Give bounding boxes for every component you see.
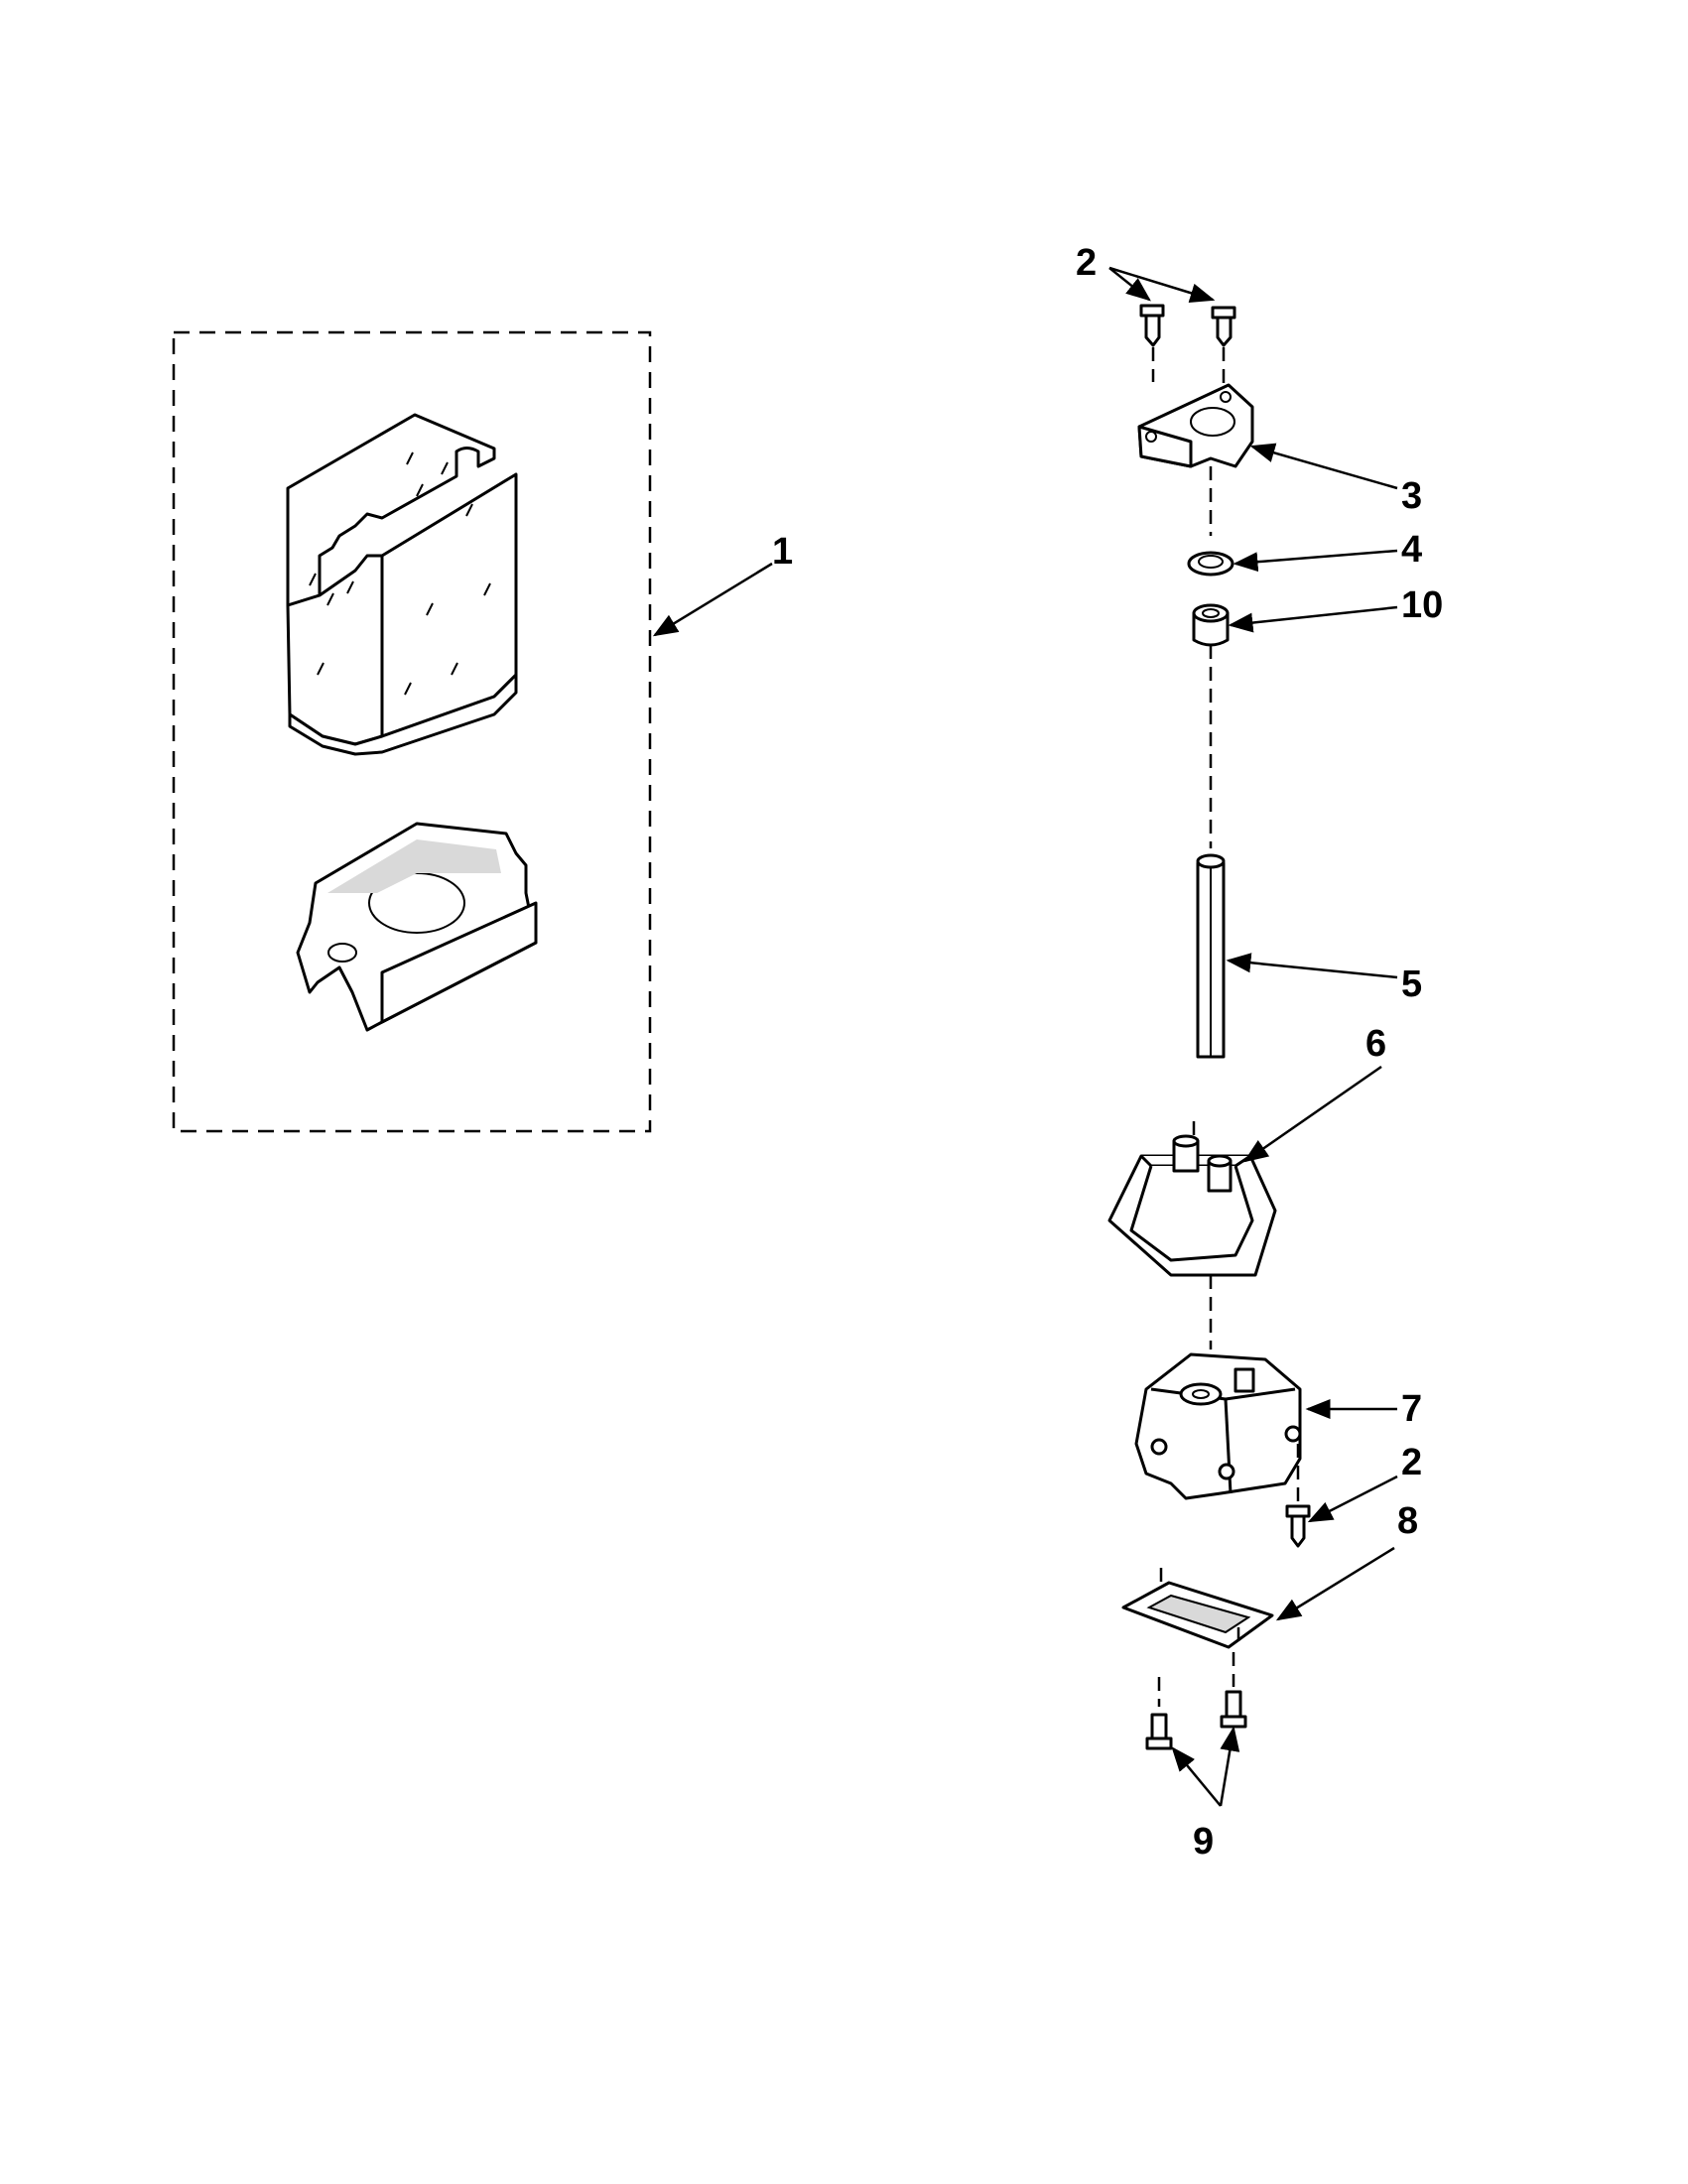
- callout-7: 7: [1401, 1388, 1422, 1430]
- callout-4: 4: [1401, 529, 1422, 571]
- screw-top-left-part: [1139, 304, 1165, 382]
- bearing-plate-part: [1137, 383, 1254, 468]
- callout-9: 9: [1193, 1821, 1214, 1863]
- screw-middle-part: [1285, 1504, 1311, 1548]
- gasket-part: [1121, 1568, 1274, 1649]
- callout-5: 5: [1401, 964, 1422, 1005]
- leader-lines: [652, 266, 1398, 1807]
- kit-boundary-box: [172, 330, 652, 1133]
- bushing-part: [1192, 603, 1230, 647]
- motor-cover-part: [1107, 1134, 1277, 1277]
- screw-top-right-part: [1211, 306, 1236, 387]
- drive-shaft-part: [1196, 853, 1226, 1059]
- ice-bucket-part: [286, 413, 518, 756]
- callout-8: 8: [1397, 1500, 1418, 1542]
- callout-2-top: 2: [1076, 242, 1097, 284]
- callout-6: 6: [1365, 1023, 1386, 1065]
- assembly-centerline: [1192, 466, 1213, 1349]
- callout-3: 3: [1401, 475, 1422, 517]
- callout-1: 1: [772, 531, 793, 573]
- ice-bucket-bottom-part: [296, 822, 538, 1032]
- screw-bottom-right-part: [1220, 1652, 1247, 1729]
- auger-motor-part: [1134, 1352, 1302, 1503]
- screw-bottom-left-part: [1145, 1677, 1173, 1750]
- washer-part: [1187, 551, 1234, 577]
- callout-2-mid: 2: [1401, 1442, 1422, 1483]
- callout-10: 10: [1401, 584, 1443, 626]
